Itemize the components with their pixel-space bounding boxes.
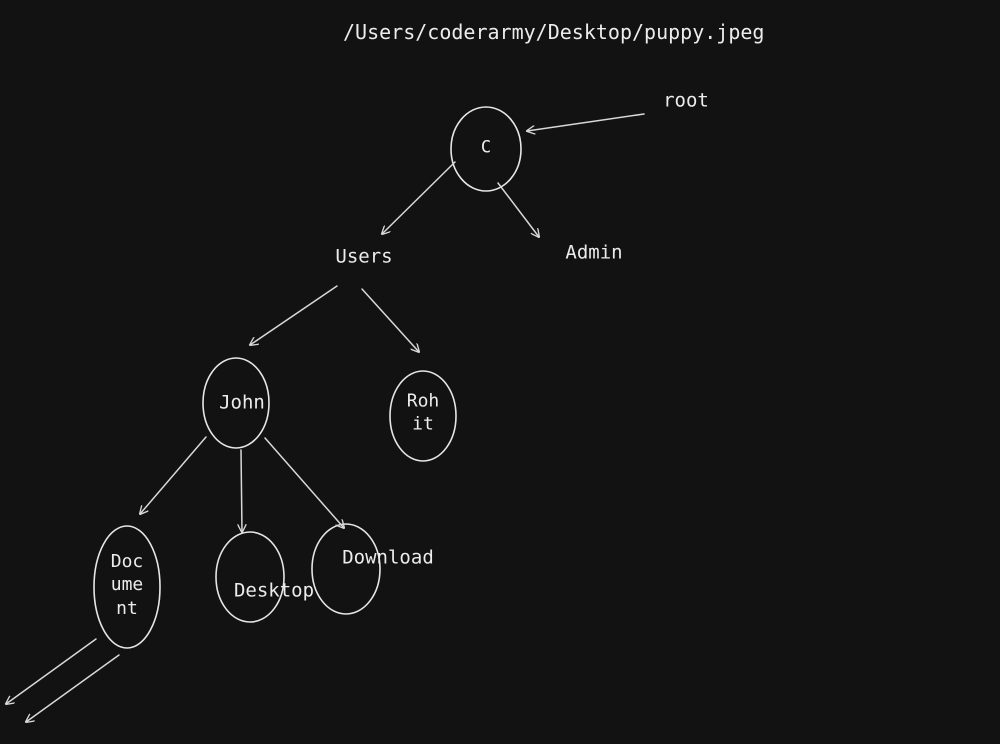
- node-rohit-ellipse: [389, 370, 457, 462]
- node-download-ellipse: [311, 523, 381, 615]
- arrow-users-to-john: [250, 285, 338, 345]
- arrow-john-to-download: [264, 437, 344, 528]
- node-c-ellipse: [450, 106, 522, 192]
- arrow-document-out-2: [26, 654, 120, 722]
- path-title: /Users/coderarmy/Desktop/puppy.jpeg: [343, 20, 765, 44]
- label-c: C: [480, 137, 492, 158]
- arrow-root-to-c: [527, 113, 645, 131]
- label-rohit: Roh it: [406, 390, 440, 435]
- arrow-john-to-document: [140, 436, 207, 514]
- label-desktop: Desktop: [233, 579, 315, 602]
- node-document-ellipse: [93, 525, 161, 649]
- arrow-c-to-users: [382, 161, 456, 234]
- node-john-ellipse: [202, 357, 270, 449]
- label-admin: Admin: [565, 241, 623, 264]
- node-desktop-ellipse: [215, 531, 285, 623]
- label-download: Download: [342, 546, 434, 569]
- label-root: root: [663, 89, 709, 112]
- label-document: Doc ume nt: [110, 550, 144, 619]
- arrow-c-to-admin: [497, 182, 539, 237]
- label-users: Users: [335, 245, 393, 268]
- arrow-users-to-rohit: [361, 288, 419, 352]
- label-john: John: [219, 391, 265, 414]
- arrow-document-out-1: [6, 638, 97, 704]
- arrow-john-to-desktop: [241, 449, 242, 532]
